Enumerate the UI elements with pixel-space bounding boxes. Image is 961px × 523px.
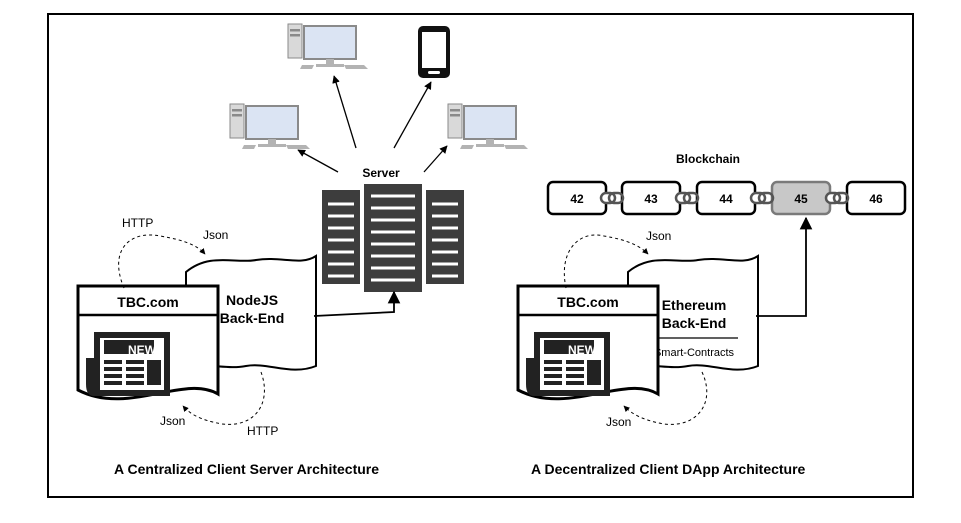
diagram-frame	[47, 13, 914, 498]
centralized-section: Server	[76, 23, 529, 477]
backend-line3: Smart-Contracts	[654, 347, 735, 359]
desktop-computer-icon	[447, 103, 529, 150]
client-site-label: TBC.com	[117, 294, 178, 310]
client-site-label: TBC.com	[557, 294, 618, 310]
news-label: NEWS	[128, 343, 164, 357]
desktop-computer-icon	[287, 23, 369, 70]
news-label: NEWS	[568, 343, 604, 357]
top-response-label: Json	[203, 228, 228, 242]
chain-link-icon	[674, 191, 700, 205]
backend-line1: Ethereum	[662, 297, 727, 313]
top-request-label: HTTP	[122, 216, 153, 230]
block-label: 42	[570, 192, 584, 206]
top-response-label: Json	[646, 229, 671, 243]
chain-link-icon	[599, 191, 625, 205]
backend-line2: Back-End	[662, 315, 727, 331]
bottom-response-label: Json	[160, 414, 185, 428]
server-label: Server	[362, 166, 400, 180]
chain-link-icon	[824, 191, 850, 205]
block-label: 46	[869, 192, 883, 206]
decentralized-section: Blockchain 42 43 44 45 46 Ethereum Back-…	[516, 152, 907, 477]
bottom-request-label: HTTP	[247, 424, 278, 438]
block-label: 44	[719, 192, 733, 206]
block-label: 43	[644, 192, 658, 206]
blockchain-label: Blockchain	[676, 152, 740, 166]
backend-line1: NodeJS	[226, 292, 278, 308]
left-caption: A Centralized Client Server Architecture	[114, 461, 379, 477]
smartphone-icon	[418, 26, 450, 78]
chain-link-icon	[749, 191, 775, 205]
bottom-response-label: Json	[606, 415, 631, 429]
backend-line2: Back-End	[220, 310, 285, 326]
blockchain: 42 43 44 45 46	[546, 180, 907, 216]
server-rack-icon	[322, 184, 464, 292]
right-caption: A Decentralized Client DApp Architecture	[531, 461, 806, 477]
block-label: 45	[794, 192, 808, 206]
desktop-computer-icon	[229, 103, 311, 150]
